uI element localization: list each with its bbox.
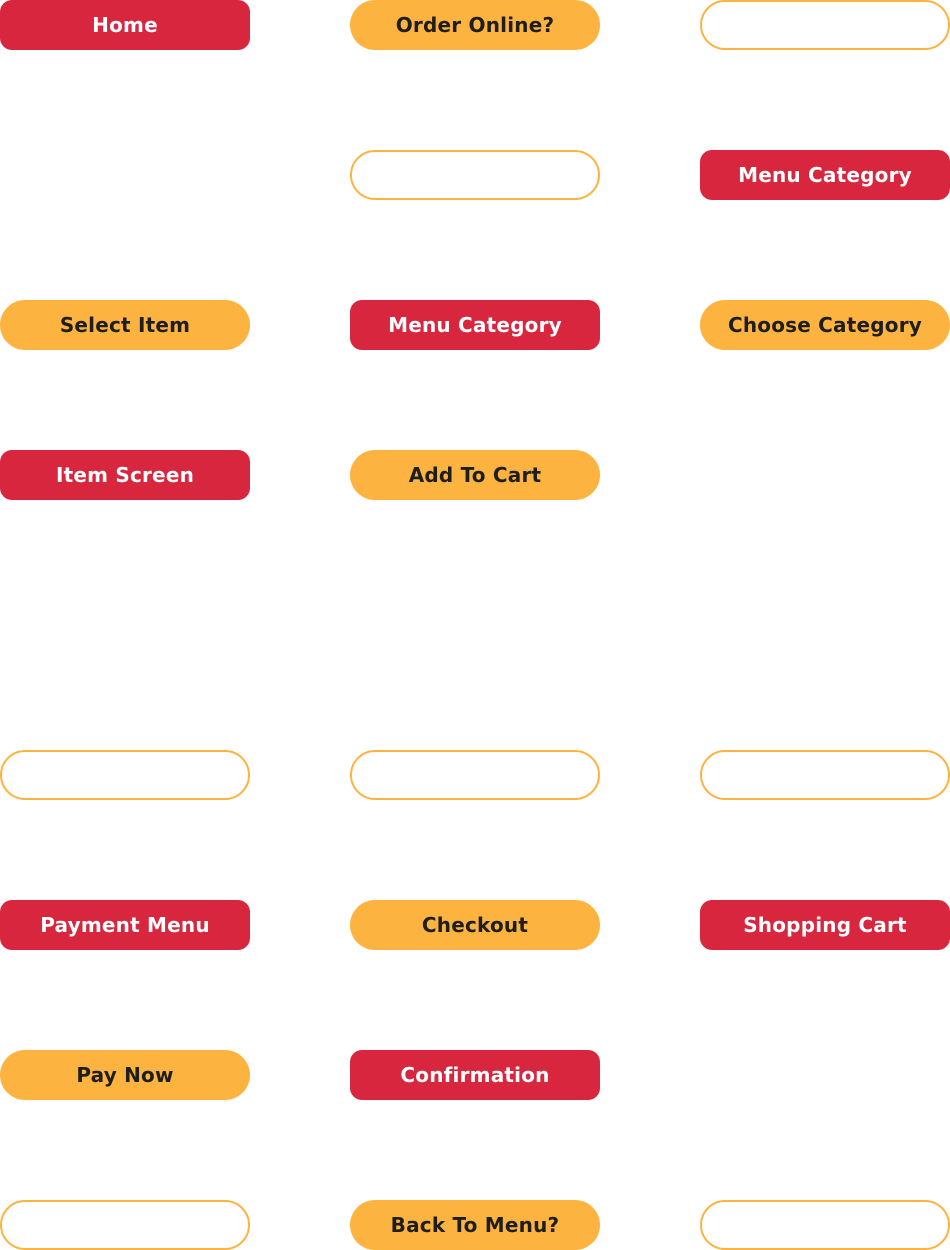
confirmation-screen-node[interactable]: Confirmation [350,1050,600,1100]
home-screen-node[interactable]: Home [0,0,250,50]
empty-action-node[interactable] [700,1200,950,1250]
payment-menu-screen-node[interactable]: Payment Menu [0,900,250,950]
order-online-label: Order Online? [395,13,555,37]
choose-category-label: Choose Category [727,313,923,337]
item-screen-node[interactable]: Item Screen [0,450,250,500]
payment-menu-label: Payment Menu [40,913,210,937]
empty-action-node[interactable] [350,750,600,800]
back-to-menu-label: Back To Menu? [390,1213,560,1237]
shopping-cart-label: Shopping Cart [743,913,907,937]
checkout-label: Checkout [421,913,529,937]
confirmation-label: Confirmation [400,1063,550,1087]
add-to-cart-label: Add To Cart [408,463,542,487]
order-online-action-node[interactable]: Order Online? [350,0,600,50]
empty-action-node[interactable] [700,750,950,800]
menu-category-screen-node[interactable]: Menu Category [350,300,600,350]
empty-action-node[interactable] [350,150,600,200]
select-item-label: Select Item [59,313,191,337]
pay-now-label: Pay Now [76,1063,174,1087]
item-screen-label: Item Screen [55,463,195,487]
add-to-cart-action-node[interactable]: Add To Cart [350,450,600,500]
home-label: Home [92,13,158,37]
choose-category-action-node[interactable]: Choose Category [700,300,950,350]
empty-action-node[interactable] [0,750,250,800]
checkout-action-node[interactable]: Checkout [350,900,600,950]
menu-category-label: Menu Category [388,313,562,337]
back-to-menu-action-node[interactable]: Back To Menu? [350,1200,600,1250]
empty-action-node[interactable] [0,1200,250,1250]
pay-now-action-node[interactable]: Pay Now [0,1050,250,1100]
menu-category-screen-node[interactable]: Menu Category [700,150,950,200]
empty-action-node[interactable] [700,0,950,50]
select-item-action-node[interactable]: Select Item [0,300,250,350]
menu-category-label: Menu Category [738,163,912,187]
shopping-cart-screen-node[interactable]: Shopping Cart [700,900,950,950]
